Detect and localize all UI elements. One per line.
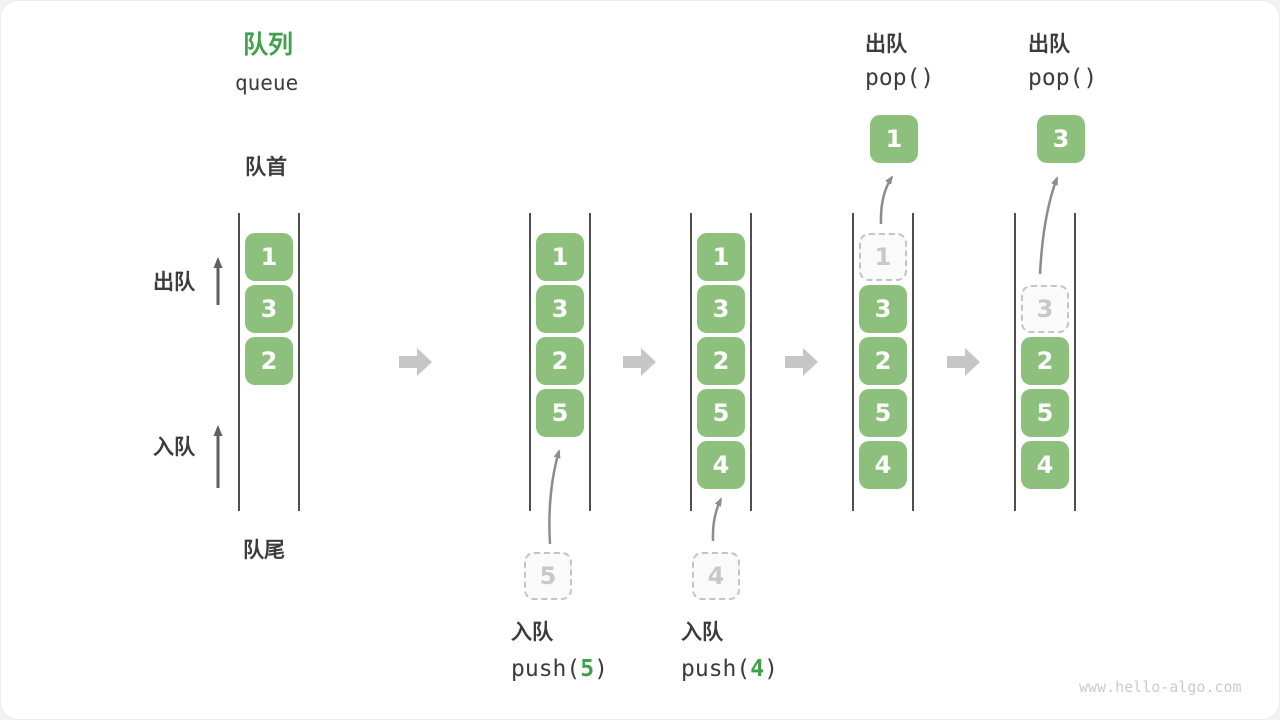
queue-wall-right xyxy=(1074,213,1076,511)
queue-item-2: 2 xyxy=(859,337,907,385)
queue-item-4: 4 xyxy=(1021,441,1069,489)
enqueue-op-label-push5: 入队 push(5) xyxy=(511,620,608,682)
queue-wall-left xyxy=(690,213,692,511)
queue-wall-right xyxy=(912,213,914,511)
queue-wall-right xyxy=(298,213,300,511)
dequeue-op-label-pop1: 出队 pop() xyxy=(865,32,934,91)
enqueue-pending-item-4: 4 xyxy=(692,552,740,600)
enqueue-pending-item-5: 5 xyxy=(524,552,572,600)
queue-item-2: 2 xyxy=(536,337,584,385)
dequeue-op-label-pop3: 出队 pop() xyxy=(1028,32,1097,91)
enqueue-op-zh: 入队 xyxy=(511,621,553,644)
next-state-arrow-icon xyxy=(623,348,656,376)
queue-item-3: 3 xyxy=(536,285,584,333)
queue-item-2: 2 xyxy=(245,337,293,385)
pop-1-arrow-icon xyxy=(879,175,894,225)
push-5-arrow-icon xyxy=(548,449,561,545)
next-state-arrow-icon xyxy=(947,348,980,376)
watermark: www.hello-algo.com xyxy=(1079,678,1242,696)
queue-wall-right xyxy=(589,213,591,511)
push-4-arrow-icon xyxy=(711,497,723,542)
queue-item-4: 4 xyxy=(697,441,745,489)
queue-item-1: 1 xyxy=(697,233,745,281)
dequeue-op-code: pop() xyxy=(1028,65,1098,91)
popped-item-3: 3 xyxy=(1037,115,1085,163)
popped-item-1: 1 xyxy=(870,115,918,163)
enqueue-op-label-push4: 入队 push(4) xyxy=(681,620,778,682)
queue-wall-left xyxy=(529,213,531,511)
next-state-arrow-icon xyxy=(785,348,818,376)
enqueue-op-code: push(5) xyxy=(511,656,608,682)
next-state-arrow-icon xyxy=(399,348,432,376)
queue-wall-left xyxy=(238,213,240,511)
queue-item-5: 5 xyxy=(1021,389,1069,437)
enqueue-op-code: push(4) xyxy=(681,656,778,682)
queue-item-2: 2 xyxy=(697,337,745,385)
queue-item-5: 5 xyxy=(859,389,907,437)
enqueue-side-label: 入队 xyxy=(153,436,195,459)
queue-wall-left xyxy=(1014,213,1016,511)
queue-item-5: 5 xyxy=(697,389,745,437)
queue-item-3-removed: 3 xyxy=(1021,285,1069,333)
pop-3-arrow-icon xyxy=(1038,176,1059,275)
queue-item-1-removed: 1 xyxy=(859,233,907,281)
dequeue-op-zh: 出队 xyxy=(1028,33,1070,56)
enqueue-op-zh: 入队 xyxy=(681,621,723,644)
queue-item-3: 3 xyxy=(859,285,907,333)
queue-item-4: 4 xyxy=(859,441,907,489)
queue-wall-left xyxy=(852,213,854,511)
queue-item-5: 5 xyxy=(536,389,584,437)
queue-rear-label: 队尾 xyxy=(243,539,285,562)
queue-item-2: 2 xyxy=(1021,337,1069,385)
queue-item-3: 3 xyxy=(245,285,293,333)
diagram-subtitle: queue xyxy=(235,71,299,95)
queue-item-3: 3 xyxy=(697,285,745,333)
queue-wall-right xyxy=(750,213,752,511)
dequeue-side-label: 出队 xyxy=(153,271,195,294)
queue-item-1: 1 xyxy=(536,233,584,281)
diagram-title: 队列 xyxy=(243,31,294,59)
dequeue-op-code: pop() xyxy=(865,65,935,91)
queue-front-label: 队首 xyxy=(245,156,287,179)
queue-item-1: 1 xyxy=(245,233,293,281)
dequeue-op-zh: 出队 xyxy=(865,33,907,56)
